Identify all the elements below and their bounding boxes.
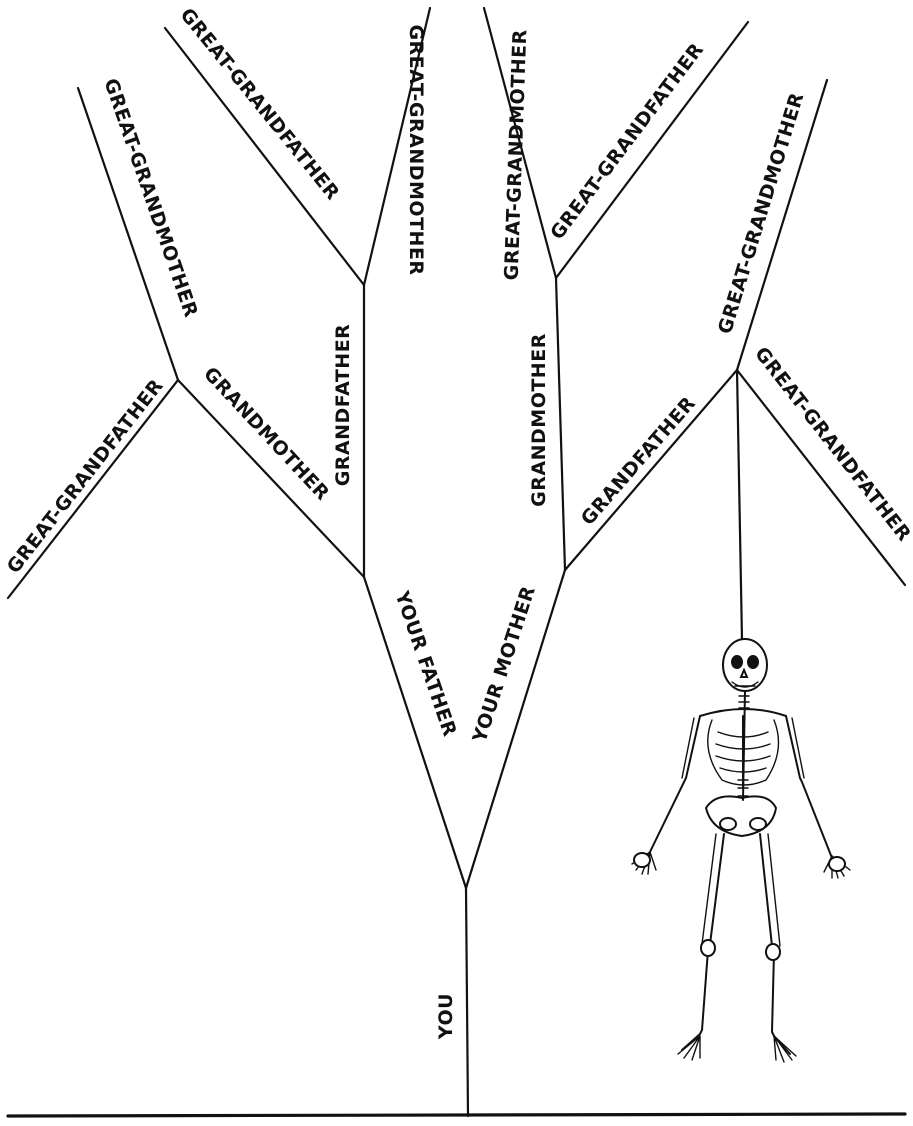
hanging-rope [737,370,742,640]
label-great-grandfather-1: GREAT-GRANDFATHER [3,375,168,578]
label-your-father: YOUR FATHER [390,588,461,740]
branch-great-grandfather-3 [556,22,748,278]
hanging-skeleton [632,639,850,1062]
label-paternal-grandfather: GRANDFATHER [332,324,354,487]
ground-line [8,1114,905,1116]
label-you: YOU [435,993,457,1040]
label-great-grandfather-4: GREAT-GRANDFATHER [750,343,913,546]
label-your-mother: YOUR MOTHER [468,583,540,746]
branch-great-grandfather-2 [165,28,364,285]
label-great-grandmother-4: GREAT-GRANDMOTHER [714,90,808,337]
label-paternal-grandmother: GRANDMOTHER [199,363,334,505]
trunk-you [466,888,468,1116]
label-great-grandmother-2: GREAT-GRANDMOTHER [405,24,427,275]
label-maternal-grandmother: GRANDMOTHER [528,333,550,507]
label-great-grandmother-3: GREAT-GRANDMOTHER [501,29,532,281]
branch-maternal-grandfather [565,370,737,570]
branch-maternal-grandmother [556,278,565,570]
branch-great-grandfather-1 [8,380,178,598]
label-maternal-grandfather: GRANDFATHER [577,392,700,529]
label-great-grandfather-3: GREAT-GRANDFATHER [546,39,708,244]
label-great-grandfather-2: GREAT-GRANDFATHER [176,4,344,204]
branch-great-grandfather-4 [737,370,905,585]
